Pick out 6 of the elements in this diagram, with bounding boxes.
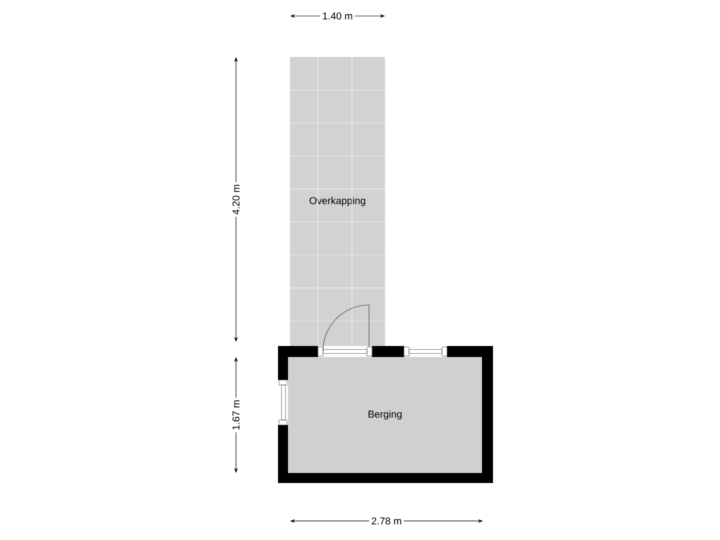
- dimension-label: 1.67 m: [230, 398, 242, 432]
- dimension-label: 1.40 m: [320, 10, 355, 22]
- dimension-label: 4.20 m: [230, 182, 242, 217]
- covered-area: Overkapping: [290, 56, 386, 346]
- dimension-label: 2.78 m: [369, 515, 404, 527]
- room-floor: Berging: [288, 356, 482, 473]
